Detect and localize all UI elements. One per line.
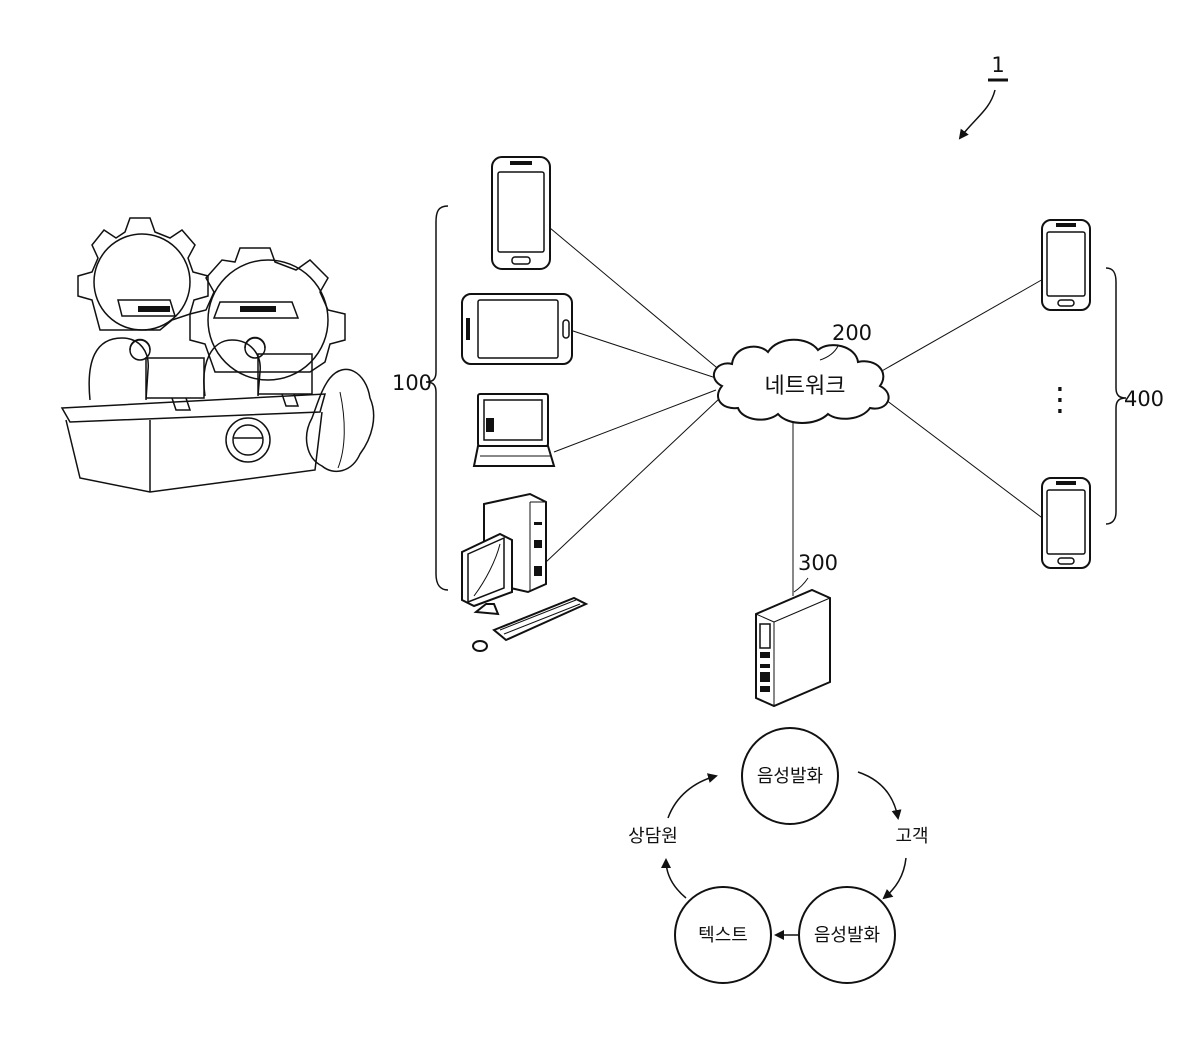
- tablet-icon: [462, 294, 572, 364]
- cycle-left-label: 상담원: [628, 826, 678, 847]
- agent-left: [89, 338, 150, 400]
- link-network-phone-bottom: [886, 400, 1045, 520]
- reception-desk: [62, 394, 325, 492]
- large-gear-icon: [190, 248, 345, 380]
- terminals-group: 100: [392, 206, 448, 590]
- network-cloud-icon: 네트워크 200: [714, 321, 889, 423]
- desktop-computer-icon: [462, 494, 586, 651]
- terminals-group-label: 100: [392, 371, 432, 395]
- laptop-icon: [474, 394, 554, 466]
- cycle-arrow-bottom-left-to-left: [666, 860, 686, 898]
- smartphone-icon: [1042, 220, 1090, 310]
- terminals-brace: [426, 206, 448, 590]
- cycle-node-bottom-right-label: 음성발화: [814, 925, 880, 946]
- cycle-arrow-left-to-top: [668, 776, 716, 818]
- network-number-label: 200: [832, 321, 872, 345]
- server-number-label: 300: [798, 551, 838, 575]
- cycle-right-label: 고객: [895, 826, 928, 847]
- link-desktop-network: [546, 398, 720, 562]
- vertical-ellipsis: ⋮: [1044, 380, 1076, 418]
- counselor-group-label: 400: [1124, 387, 1164, 411]
- figure-reference-arrow: [960, 90, 995, 138]
- network-label: 네트워크: [765, 374, 846, 399]
- cycle-arrow-right-to-bottom: [884, 858, 906, 898]
- link-tablet-network: [570, 330, 722, 380]
- figure-reference: 1: [960, 53, 1008, 138]
- small-gear-icon: [78, 218, 208, 330]
- link-smartphone-network: [550, 228, 722, 372]
- link-laptop-network: [554, 390, 716, 452]
- link-network-phone-top: [880, 278, 1045, 372]
- cycle-node-top-label: 음성발화: [757, 766, 823, 787]
- smartphone-icon: [1042, 478, 1090, 568]
- server-tower-icon: 300: [756, 551, 838, 706]
- speech-cycle: 음성발화 음성발화 텍스트 고객 상담원: [628, 728, 928, 983]
- smartphone-icon: [492, 157, 550, 269]
- cycle-arrow-top-to-right: [858, 772, 898, 818]
- cycle-node-bottom-left-label: 텍스트: [698, 925, 748, 946]
- call-center-illustration: [62, 218, 374, 492]
- server-leader-line: [794, 578, 808, 592]
- counselor-group: 400: [1106, 268, 1164, 524]
- figure-number-label: 1: [991, 53, 1004, 77]
